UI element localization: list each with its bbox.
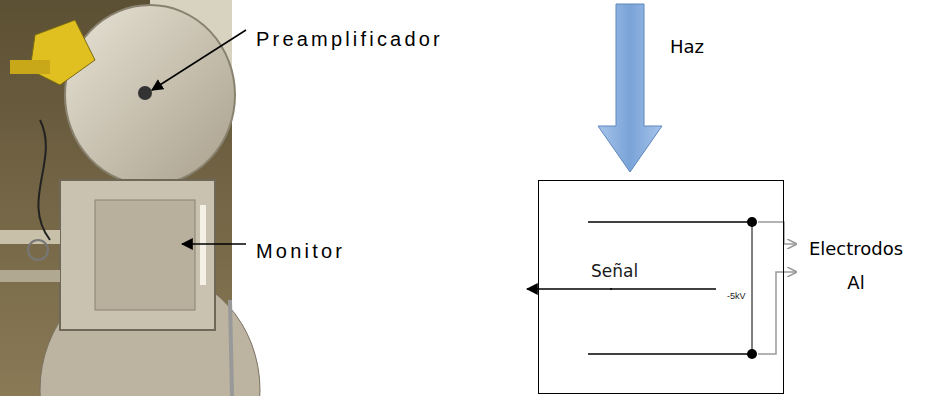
leader-arrow [152,30,246,90]
voltage-label: -5kV [727,291,746,301]
electrode-plate [610,288,716,290]
chamber-box: Señal -5kV [538,180,784,394]
terminal-dot [747,349,757,359]
part-label: Monitor [256,232,345,270]
bias-wire [752,222,753,354]
beam-arrow [598,4,662,172]
pointer-arrow [758,272,796,354]
terminal-dot [747,217,757,227]
pointer-arrow [758,222,796,244]
signal-label: Señal [591,261,638,281]
electrode-plate [588,221,752,223]
leader-arrow [182,243,246,245]
beam-label: Haz [670,30,704,64]
electrode-label: Electrodos Al [800,232,912,300]
electrode-plate [588,353,752,355]
signal-arrow [527,288,612,290]
apparatus-photo [0,0,260,396]
part-label: Preamplificador [256,20,443,58]
